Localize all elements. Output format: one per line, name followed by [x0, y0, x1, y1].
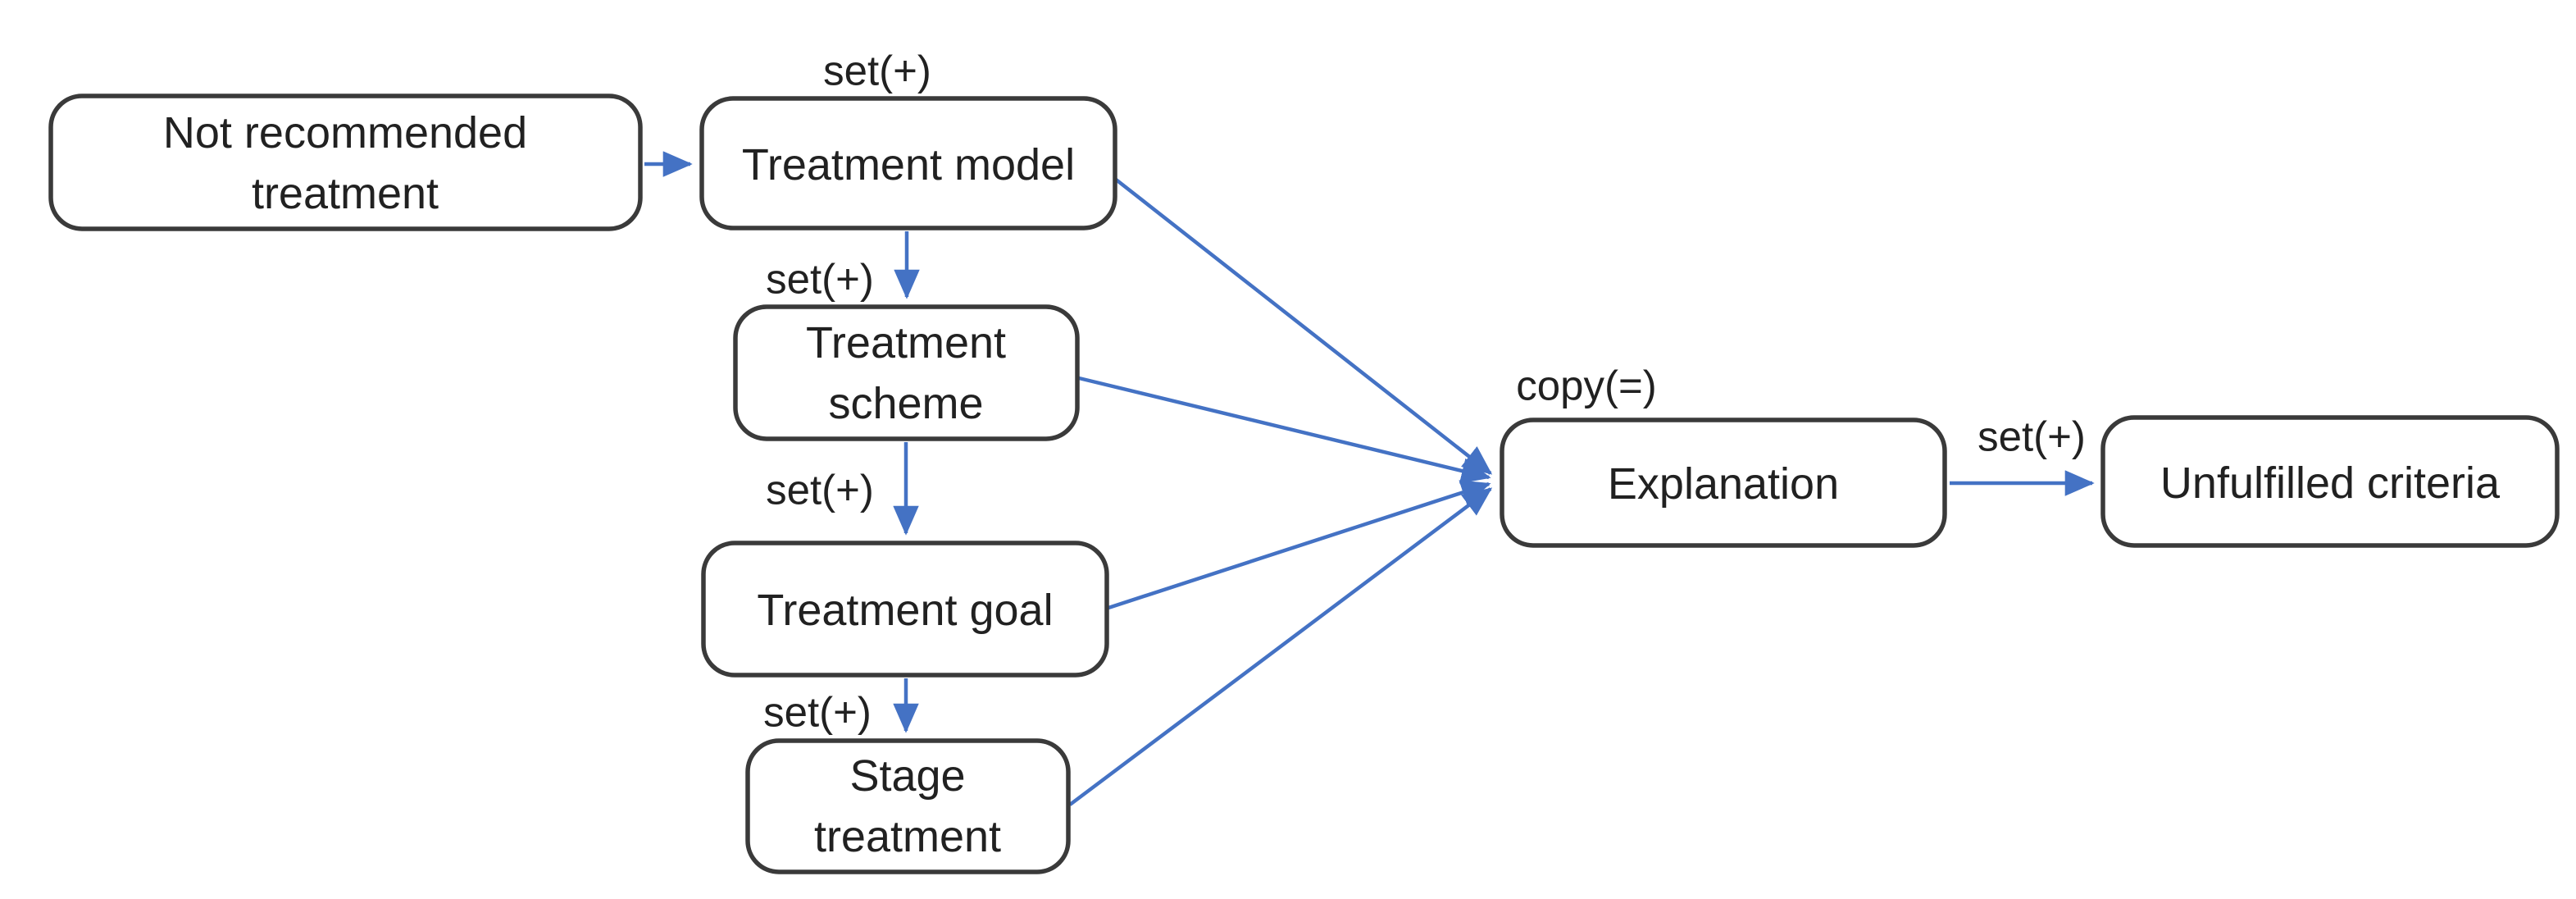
node-box — [701, 541, 1109, 678]
node-label: Treatment goal — [757, 586, 1053, 635]
node-label: treatment — [814, 812, 1001, 861]
arrow-stage-treatment-to-explanation — [1068, 487, 1493, 806]
node-label: Explanation — [1608, 459, 1839, 509]
node-label: Treatment model — [742, 140, 1075, 189]
node-box — [48, 94, 643, 231]
node-treatment-model: Treatment model — [699, 96, 1117, 230]
arrow-treatment-goal-to-explanation — [1108, 480, 1491, 610]
node-treatment-goal: Treatment goal — [701, 541, 1109, 678]
node-label: Unfulfilled criteria — [2160, 459, 2501, 508]
node-label: Stage — [849, 751, 965, 801]
edge-label-set-above-treatment-model: set(+) — [823, 48, 931, 94]
node-label: scheme — [828, 379, 983, 428]
edge-label-set-goal-to-stage: set(+) — [763, 689, 872, 736]
node-unfulfilled-criteria: Unfulfilled criteria — [2100, 415, 2560, 548]
node-box — [745, 738, 1071, 874]
edge-label-set-model-to-scheme: set(+) — [766, 256, 874, 303]
node-box — [2100, 415, 2560, 548]
node-box — [699, 96, 1117, 230]
node-box — [733, 304, 1080, 441]
arrow-treatment-model-to-explanation — [1113, 177, 1493, 475]
node-treatment-scheme: Treatment scheme — [733, 304, 1080, 441]
node-explanation: Explanation — [1500, 418, 1947, 548]
edge-label-set-scheme-to-goal: set(+) — [766, 467, 874, 513]
node-label: Not recommended — [163, 108, 527, 157]
node-label: treatment — [252, 169, 439, 218]
edge-label-copy-above-explanation: copy(=) — [1516, 363, 1656, 409]
node-not-recommended-treatment: Not recommended treatment — [48, 94, 643, 231]
node-label: Treatment — [806, 318, 1006, 367]
edge-label-set-explanation-to-unfulfilled: set(+) — [1978, 413, 2086, 460]
arrow-treatment-scheme-to-explanation — [1078, 376, 1491, 484]
node-stage-treatment: Stage treatment — [745, 738, 1071, 874]
node-box — [1500, 418, 1947, 548]
